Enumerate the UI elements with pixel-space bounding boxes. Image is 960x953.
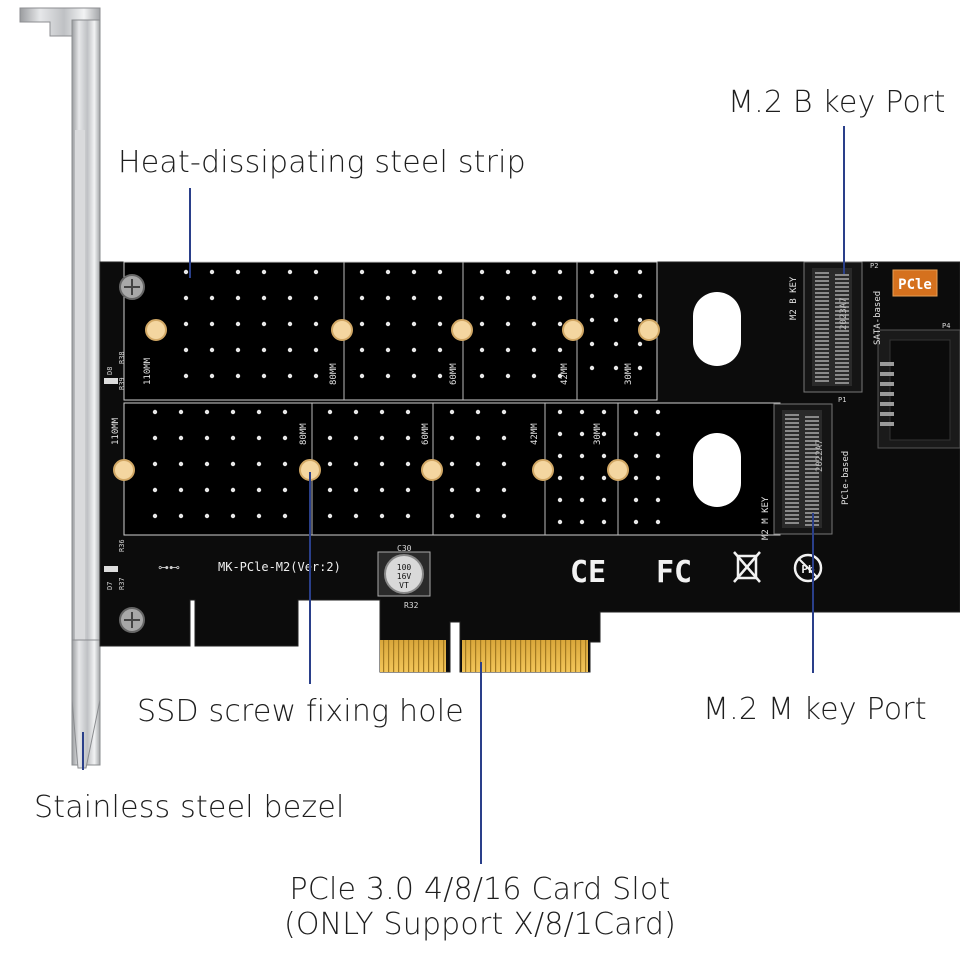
- fcc-mark-icon: FC: [656, 555, 692, 590]
- m-mark-42: 42MM: [530, 423, 540, 445]
- connector-code-m: 2022A7: [815, 439, 825, 472]
- leader-m-key: [812, 513, 814, 673]
- b-key-silk: M2 B KEY: [789, 276, 799, 320]
- m2-m-key-connector: [773, 403, 833, 535]
- pcie-gold-fingers: [380, 640, 588, 672]
- capacitor: C30 100 16V VT: [377, 544, 431, 597]
- weee-bin-icon: [733, 551, 761, 583]
- mark-p2: P2: [870, 262, 878, 270]
- pb-free-icon: Pb: [793, 553, 823, 583]
- svg-text:VT: VT: [399, 581, 409, 590]
- pcie-badge: PCle: [898, 277, 932, 293]
- via-dot-grid: [152, 269, 661, 525]
- b-mark-80: 80MM: [329, 363, 339, 385]
- pcie-silk: PCle-based: [841, 451, 851, 505]
- mark-p4: P4: [942, 322, 950, 330]
- svg-text:C30: C30: [397, 544, 412, 553]
- callout-bezel: Stainless steel bezel: [34, 790, 345, 825]
- mark-r37: R37: [118, 577, 126, 590]
- connector-code-b: 2023A7: [839, 297, 849, 330]
- m-mark-80: 80MM: [299, 423, 309, 445]
- leader-card-slot: [480, 662, 482, 864]
- m-mark-110: 110MM: [111, 417, 121, 445]
- screw-fixing-holes: [113, 319, 660, 481]
- m2-b-key-connector: [803, 261, 863, 393]
- m-key-silk: M2 M KEY: [761, 496, 771, 540]
- callout-card-slot-line1: PCle 3.0 4/8/16 Card Slot: [289, 872, 671, 907]
- leader-bezel: [82, 732, 84, 770]
- b-mark-110: 110MM: [143, 357, 153, 385]
- m-mark-60: 60MM: [421, 423, 431, 445]
- mark-d7: D7: [106, 582, 114, 590]
- svg-text:16V: 16V: [397, 572, 412, 581]
- leader-screw-hole: [309, 472, 311, 684]
- callout-screw-hole: SSD screw fixing hole: [137, 694, 464, 729]
- m-mark-30: 30MM: [593, 423, 603, 445]
- callout-heat-strip: Heat-dissipating steel strip: [118, 145, 526, 180]
- mark-r39: R39: [118, 377, 126, 390]
- callout-m-key-port: M.2 M key Port: [703, 692, 927, 727]
- mark-p1: P1: [838, 396, 846, 404]
- callout-b-key-port: M.2 B key Port: [728, 85, 946, 120]
- link-mark: ⊶⊷: [158, 561, 180, 574]
- sata-silk: SATA-based: [873, 291, 883, 345]
- leader-heat-strip: [189, 188, 191, 278]
- mark-d8: D8: [106, 367, 114, 375]
- callout-card-slot-line2: (ONLY Support X/8/1Card): [283, 906, 677, 942]
- leader-b-key: [843, 126, 845, 274]
- sata-connector: [877, 329, 960, 449]
- resistor-mark: R32: [404, 601, 419, 610]
- mark-r38: R38: [118, 351, 126, 364]
- b-mark-60: 60MM: [449, 363, 459, 385]
- b-mark-42: 42MM: [560, 363, 570, 385]
- bracket-screw-icon: [119, 274, 145, 633]
- b-mark-30: 30MM: [624, 363, 634, 385]
- ce-mark-icon: CE: [570, 555, 606, 590]
- callout-card-slot: PCle 3.0 4/8/16 Card Slot (ONLY Support …: [240, 872, 720, 942]
- mark-r36: R36: [118, 539, 126, 552]
- board-model-silk: MK-PCle-M2(Ver:2): [218, 560, 341, 574]
- svg-text:100: 100: [397, 563, 412, 572]
